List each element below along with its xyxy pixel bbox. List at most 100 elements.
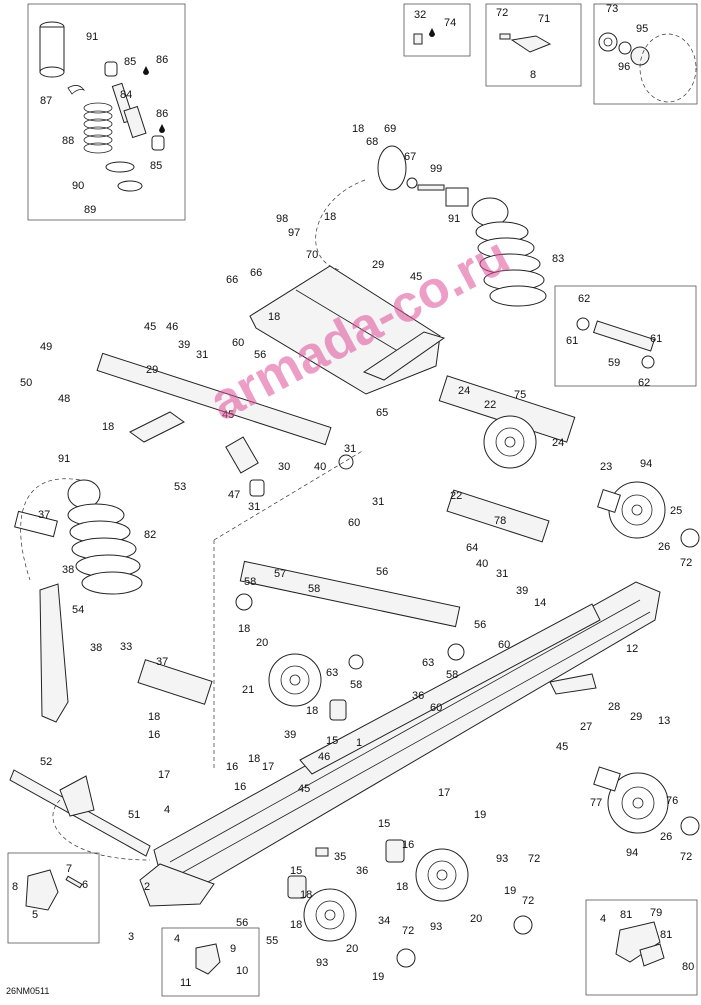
part-callout-64: 64 xyxy=(466,542,478,554)
upper-frame-art xyxy=(249,265,446,395)
part-callout-5: 5 xyxy=(32,909,38,921)
part-callout-18: 18 xyxy=(148,711,160,723)
part-callout-94: 94 xyxy=(626,847,638,859)
part-callout-19: 19 xyxy=(504,885,516,897)
part-callout-66: 66 xyxy=(250,267,262,279)
part-callout-75: 75 xyxy=(514,389,526,401)
part-callout-79: 79 xyxy=(650,907,662,919)
part-callout-72: 72 xyxy=(402,925,414,937)
part-callout-58: 58 xyxy=(244,576,256,588)
part-callout-81: 81 xyxy=(620,909,632,921)
part-callout-93: 93 xyxy=(430,921,442,933)
part-callout-96: 96 xyxy=(618,61,630,73)
part-callout-45: 45 xyxy=(410,271,422,283)
part-callout-12: 12 xyxy=(626,643,638,655)
inset-pivot-shaft xyxy=(554,285,697,387)
lower-link-art xyxy=(9,769,151,861)
part-callout-58: 58 xyxy=(350,679,362,691)
part-callout-45: 45 xyxy=(144,321,156,333)
part-callout-7: 7 xyxy=(66,863,72,875)
part-callout-56: 56 xyxy=(236,917,248,929)
part-callout-2: 2 xyxy=(144,881,150,893)
part-callout-49: 49 xyxy=(40,341,52,353)
part-callout-13: 13 xyxy=(658,715,670,727)
part-callout-19: 19 xyxy=(474,809,486,821)
part-callout-87: 87 xyxy=(40,95,52,107)
part-callout-15: 15 xyxy=(290,865,302,877)
part-callout-82: 82 xyxy=(144,529,156,541)
upper-pivot-art xyxy=(315,145,445,271)
part-callout-67: 67 xyxy=(404,151,416,163)
part-callout-50: 50 xyxy=(20,377,32,389)
part-callout-27: 27 xyxy=(580,721,592,733)
part-callout-80: 80 xyxy=(682,961,694,973)
part-callout-18: 18 xyxy=(324,211,336,223)
rail-bracket-art xyxy=(195,943,221,975)
part-callout-16: 16 xyxy=(226,761,238,773)
part-callout-24: 24 xyxy=(552,437,564,449)
inset-bracket xyxy=(485,3,582,87)
part-callout-22: 22 xyxy=(484,399,496,411)
part-callout-18: 18 xyxy=(238,623,250,635)
pivot-shaft-art xyxy=(576,317,656,369)
part-callout-97: 97 xyxy=(288,227,300,239)
part-callout-20: 20 xyxy=(256,637,268,649)
part-callout-72: 72 xyxy=(680,851,692,863)
part-callout-6: 6 xyxy=(82,879,88,891)
part-callout-55: 55 xyxy=(266,935,278,947)
part-callout-32: 32 xyxy=(414,9,426,21)
axle-lower-art xyxy=(137,659,213,705)
front-arm-art xyxy=(96,352,365,770)
part-callout-45: 45 xyxy=(222,409,234,421)
part-callout-86: 86 xyxy=(156,108,168,120)
front-shock-art xyxy=(14,478,143,595)
inset-shock-components xyxy=(27,3,186,221)
inset-grease-fitting xyxy=(403,3,471,57)
part-callout-39: 39 xyxy=(516,585,528,597)
axle-middle-art xyxy=(446,489,550,543)
part-callout-40: 40 xyxy=(476,558,488,570)
part-callout-37: 37 xyxy=(38,509,50,521)
inset-wheel-bearing xyxy=(593,3,698,105)
part-callout-38: 38 xyxy=(90,642,102,654)
part-callout-8: 8 xyxy=(530,69,536,81)
part-callout-36: 36 xyxy=(412,690,424,702)
part-callout-18: 18 xyxy=(396,881,408,893)
part-callout-61: 61 xyxy=(566,335,578,347)
part-callout-31: 31 xyxy=(196,349,208,361)
part-callout-17: 17 xyxy=(262,761,274,773)
part-callout-28: 28 xyxy=(608,701,620,713)
part-callout-47: 47 xyxy=(228,489,240,501)
part-callout-25: 25 xyxy=(670,505,682,517)
part-callout-29: 29 xyxy=(372,259,384,271)
part-callout-93: 93 xyxy=(496,853,508,865)
part-callout-60: 60 xyxy=(348,517,360,529)
part-callout-4: 4 xyxy=(600,913,606,925)
inset-rail-stopper xyxy=(585,899,698,996)
part-callout-4: 4 xyxy=(164,804,170,816)
part-callout-31: 31 xyxy=(372,496,384,508)
part-callout-62: 62 xyxy=(578,293,590,305)
part-callout-90: 90 xyxy=(72,180,84,192)
part-callout-8: 8 xyxy=(12,881,18,893)
part-callout-33: 33 xyxy=(120,641,132,653)
part-callout-98: 98 xyxy=(276,213,288,225)
part-callout-99: 99 xyxy=(430,163,442,175)
part-callout-23: 23 xyxy=(600,461,612,473)
part-callout-58: 58 xyxy=(308,583,320,595)
part-callout-34: 34 xyxy=(378,915,390,927)
part-callout-3: 3 xyxy=(128,931,134,943)
part-callout-16: 16 xyxy=(402,839,414,851)
part-callout-17: 17 xyxy=(158,769,170,781)
part-callout-81: 81 xyxy=(660,929,672,941)
part-callout-18: 18 xyxy=(248,753,260,765)
part-callout-63: 63 xyxy=(422,657,434,669)
part-callout-68: 68 xyxy=(366,136,378,148)
part-callout-91: 91 xyxy=(448,213,460,225)
rear-arm-art xyxy=(235,560,465,670)
part-callout-16: 16 xyxy=(234,781,246,793)
part-callout-36: 36 xyxy=(356,865,368,877)
part-callout-18: 18 xyxy=(102,421,114,433)
part-callout-53: 53 xyxy=(174,481,186,493)
